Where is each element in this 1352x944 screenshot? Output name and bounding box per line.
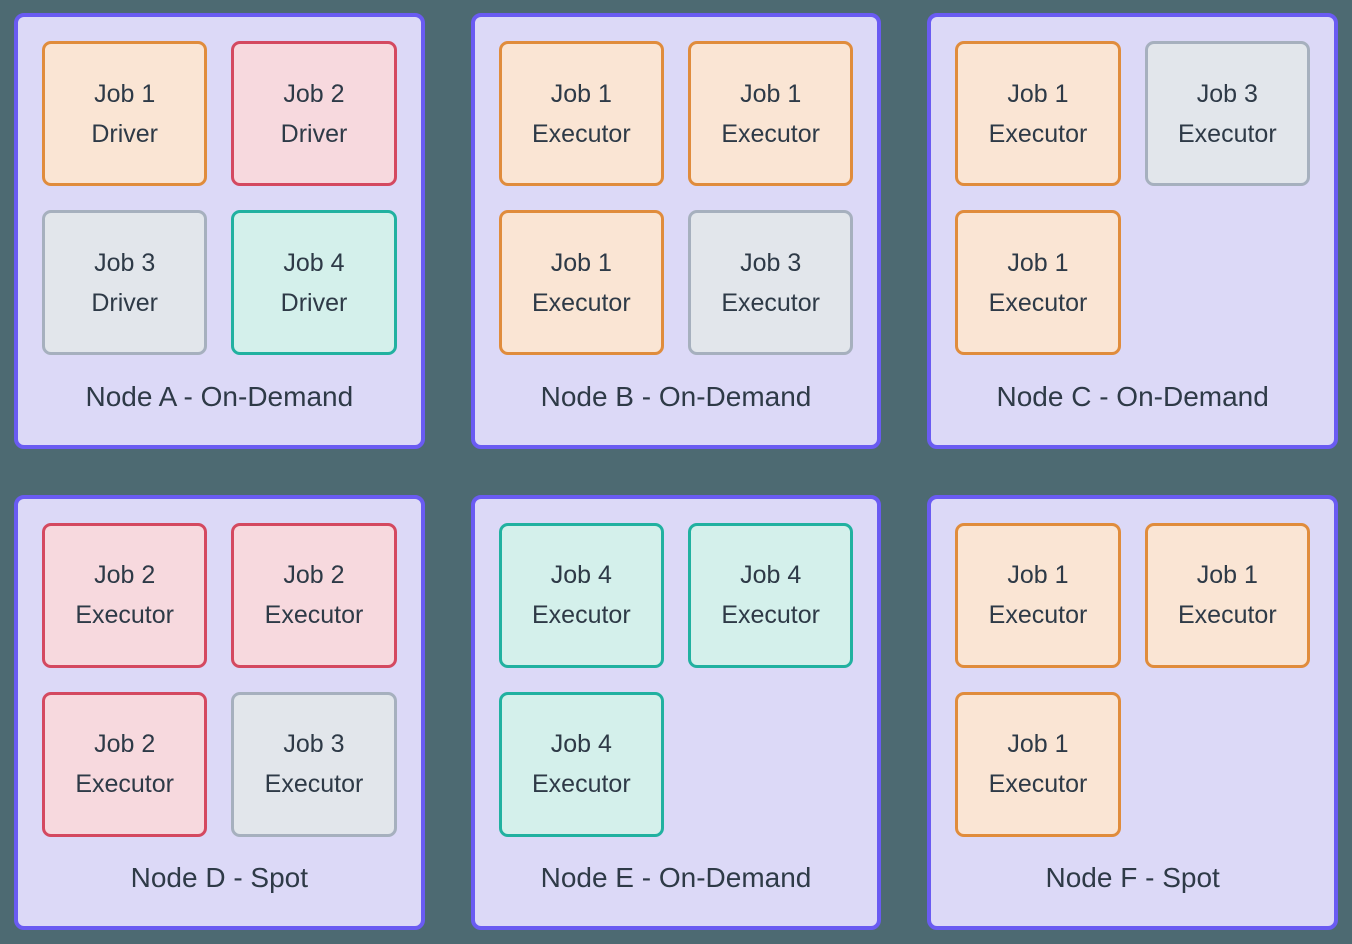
- job-line1: Job 4: [550, 730, 612, 758]
- job-line2: Executor: [75, 770, 174, 798]
- node-a-job-2-driver: Job 2 Driver: [231, 41, 397, 186]
- node-b-job-1-executor: Job 1 Executor: [498, 210, 664, 355]
- job-line2: Driver: [91, 288, 158, 317]
- node-title: Node D - Spot: [130, 862, 309, 894]
- node-title: Node F - Spot: [1045, 862, 1220, 894]
- job-line2: Executor: [264, 601, 364, 629]
- job-line1: Job 2: [94, 561, 156, 589]
- job-line1: Job 4: [550, 561, 612, 589]
- job-line1: Job 2: [283, 79, 345, 108]
- node-c: Job 1 Executor Job 3 Executor Job 1 Exec…: [927, 13, 1338, 449]
- node-title: Node A - On-Demand: [85, 380, 354, 412]
- job-line1: Job 4: [283, 248, 345, 277]
- job-line1: Job 1: [740, 79, 802, 108]
- job-line2: Executor: [75, 601, 174, 629]
- job-line2: Driver: [91, 119, 158, 148]
- job-line2: Executor: [721, 601, 820, 629]
- job-line2: Executor: [721, 288, 820, 317]
- node-job-area: Job 1 Executor Job 1 Executor Job 1 Exec…: [931, 499, 1334, 837]
- job-line2: Executor: [531, 119, 631, 148]
- job-line1: Job 1: [1007, 561, 1069, 589]
- job-line1: Job 3: [740, 248, 802, 277]
- job-line2: Executor: [1177, 601, 1277, 629]
- node-b: Job 1 Executor Job 1 Executor Job 1 Exec…: [470, 13, 882, 449]
- node-f-job-1-executor: Job 1 Executor: [1144, 522, 1310, 668]
- node-d-job-2-executor: Job 2 Executor: [42, 691, 208, 837]
- job-line2: Executor: [988, 601, 1088, 629]
- job-line2: Executor: [531, 288, 631, 317]
- node-a-job-1-driver: Job 1 Driver: [42, 41, 208, 186]
- job-line2: Executor: [531, 601, 631, 629]
- job-line1: Job 3: [283, 730, 345, 758]
- job-line1: Job 2: [94, 730, 156, 758]
- node-e-job-4-executor: Job 4 Executor: [687, 522, 854, 668]
- node-a: Job 1 Driver Job 2 Driver Job 3 Driver J…: [14, 13, 425, 449]
- node-title: Node E - On-Demand: [540, 862, 812, 894]
- job-line2: Executor: [531, 770, 631, 798]
- job-line1: Job 1: [1007, 730, 1069, 758]
- node-b-job-3-executor: Job 3 Executor: [687, 210, 854, 355]
- node-title: Node B - On-Demand: [540, 380, 812, 412]
- node-e-job-4-executor: Job 4 Executor: [498, 522, 664, 668]
- job-line1: Job 3: [1196, 79, 1258, 108]
- job-line2: Executor: [1177, 119, 1277, 148]
- node-d-job-2-executor: Job 2 Executor: [231, 522, 397, 668]
- job-line1: Job 4: [740, 561, 802, 589]
- node-c-job-3-executor: Job 3 Executor: [1144, 41, 1310, 186]
- node-d-job-3-executor: Job 3 Executor: [231, 691, 397, 837]
- node-job-area: Job 1 Executor Job 1 Executor Job 1 Exec…: [475, 17, 878, 355]
- node-f-job-1-executor: Job 1 Executor: [955, 522, 1121, 668]
- job-line2: Executor: [264, 770, 364, 798]
- node-f: Job 1 Executor Job 1 Executor Job 1 Exec…: [927, 494, 1338, 930]
- job-line1: Job 1: [1196, 561, 1258, 589]
- job-line1: Job 2: [283, 561, 345, 589]
- job-line1: Job 1: [550, 79, 612, 108]
- node-job-area: Job 2 Executor Job 2 Executor Job 2 Exec…: [18, 499, 421, 837]
- node-e-job-4-executor: Job 4 Executor: [498, 691, 664, 837]
- node-e: Job 4 Executor Job 4 Executor Job 4 Exec…: [470, 494, 882, 930]
- node-a-job-3-driver: Job 3 Driver: [42, 210, 208, 355]
- node-job-area: Job 1 Driver Job 2 Driver Job 3 Driver J…: [18, 17, 421, 355]
- job-line1: Job 3: [94, 248, 156, 277]
- node-a-job-4-driver: Job 4 Driver: [231, 210, 397, 355]
- job-line1: Job 1: [94, 79, 156, 108]
- node-d-job-2-executor: Job 2 Executor: [42, 522, 208, 668]
- job-line2: Executor: [988, 770, 1088, 798]
- node-job-area: Job 1 Executor Job 3 Executor Job 1 Exec…: [931, 17, 1334, 355]
- job-line2: Executor: [988, 288, 1088, 317]
- node-f-job-1-executor: Job 1 Executor: [955, 691, 1121, 837]
- job-line1: Job 1: [1007, 79, 1069, 108]
- node-job-area: Job 4 Executor Job 4 Executor Job 4 Exec…: [475, 499, 878, 837]
- node-title: Node C - On-Demand: [996, 380, 1269, 412]
- job-line2: Driver: [280, 119, 348, 148]
- node-d: Job 2 Executor Job 2 Executor Job 2 Exec…: [14, 494, 425, 930]
- node-c-job-1-executor: Job 1 Executor: [955, 41, 1121, 186]
- job-line2: Driver: [280, 288, 348, 317]
- node-c-job-1-executor: Job 1 Executor: [955, 210, 1121, 355]
- job-line1: Job 1: [550, 248, 612, 277]
- node-b-job-1-executor: Job 1 Executor: [687, 41, 854, 186]
- job-line2: Executor: [721, 119, 820, 148]
- node-b-job-1-executor: Job 1 Executor: [498, 41, 664, 186]
- job-line2: Executor: [988, 119, 1088, 148]
- job-line1: Job 1: [1007, 248, 1069, 277]
